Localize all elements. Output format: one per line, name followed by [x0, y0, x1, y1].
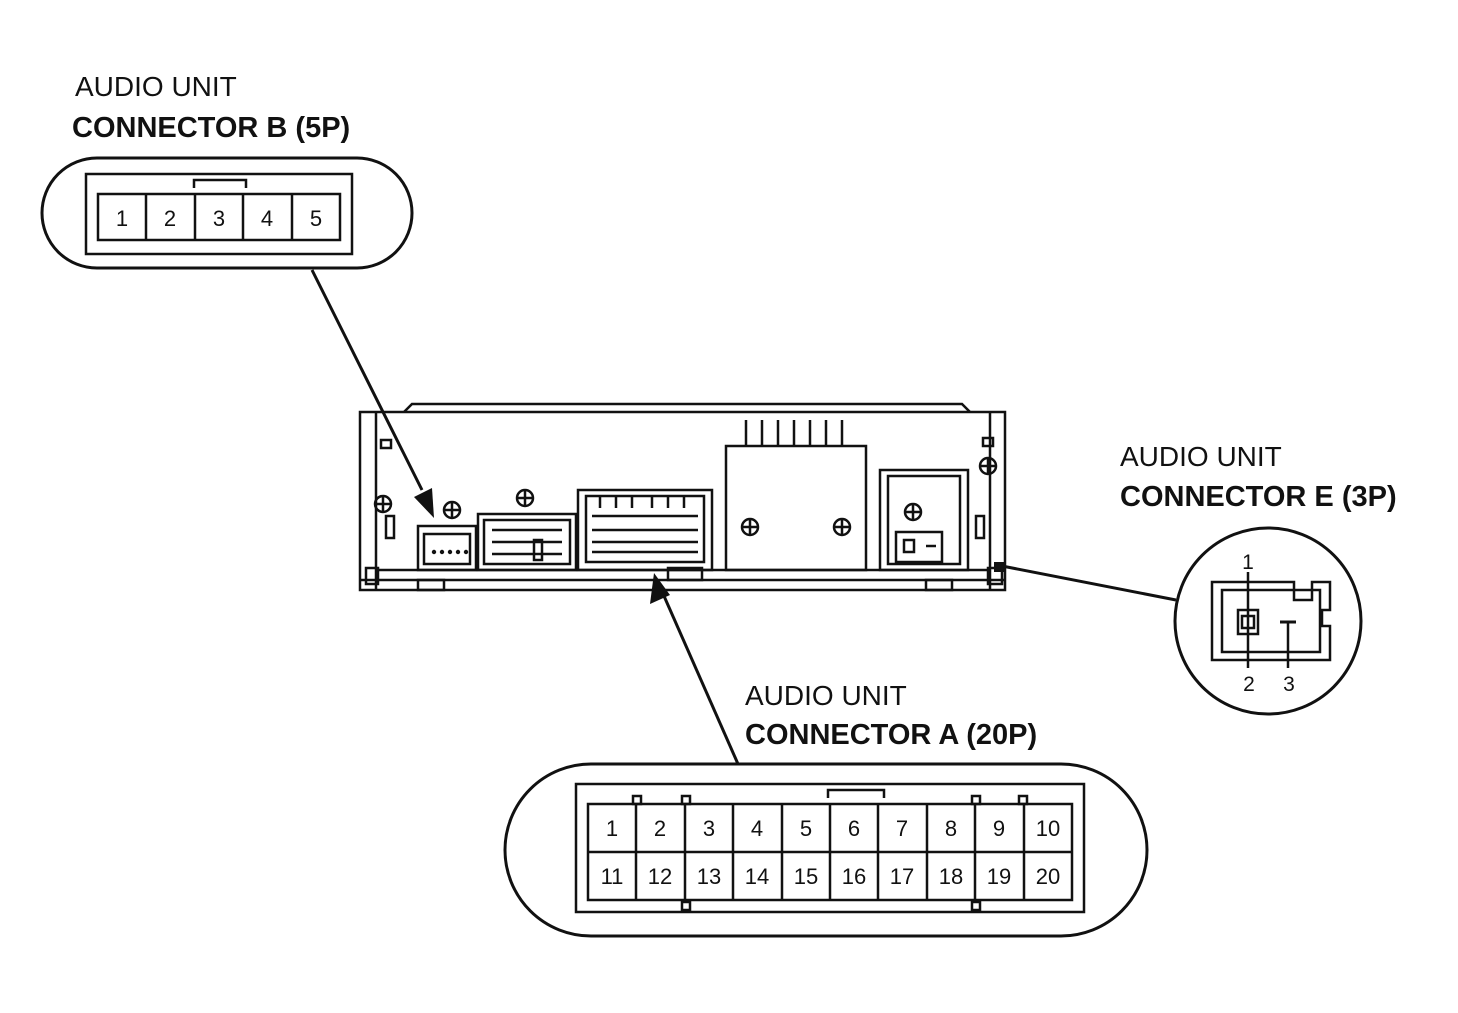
connector-e-housing	[1210, 580, 1332, 662]
connector-a-oval	[503, 762, 1149, 938]
connector-a-title-line1: AUDIO UNIT	[745, 680, 907, 711]
connector-b-arrowhead	[414, 488, 434, 518]
connector-a-pin: 8	[945, 816, 957, 841]
connector-e-pin: 2	[1243, 673, 1255, 696]
connector-a-title-line2: CONNECTOR A (20P)	[745, 719, 1037, 751]
connector-a-pin: 6	[848, 816, 860, 841]
screw-icon	[442, 500, 462, 520]
connector-a-pin: 16	[842, 864, 866, 889]
connector-a-pin: 17	[890, 864, 914, 889]
connector-a-pin: 13	[697, 864, 721, 889]
connector-a-pin: 10	[1036, 816, 1060, 841]
socket-connector-b	[416, 524, 478, 572]
connector-b-latch	[192, 178, 248, 188]
connector-a-pin: 7	[896, 816, 908, 841]
connector-a-pin: 2	[654, 816, 666, 841]
connector-b-pin: 3	[213, 206, 225, 231]
audio-unit-rear-view	[358, 402, 1007, 592]
connector-a-pin: 4	[751, 816, 763, 841]
connector-b-title-line2: CONNECTOR B (5P)	[72, 112, 350, 144]
socket-middle	[476, 512, 578, 572]
screw-icon	[903, 502, 923, 522]
connector-a-pin: 19	[987, 864, 1011, 889]
screw-icon	[373, 494, 393, 514]
connector-b-oval	[40, 156, 414, 270]
screw-icon	[832, 517, 852, 537]
connector-b-title-line1: AUDIO UNIT	[75, 71, 237, 102]
connector-e-pin: 3	[1283, 673, 1295, 696]
connector-b-callout: AUDIO UNIT CONNECTOR B (5P) 1 2 3 4 5	[40, 71, 434, 518]
connector-b-housing	[84, 172, 354, 256]
screw-icon	[978, 456, 998, 476]
connector-a-pin: 12	[648, 864, 672, 889]
connector-a-pin: 1	[606, 816, 618, 841]
screw-icon	[515, 488, 535, 508]
connector-e-leader-line	[1001, 564, 1177, 602]
connector-a-pin: 9	[993, 816, 1005, 841]
connector-a-pin: 5	[800, 816, 812, 841]
socket-connector-e	[878, 468, 970, 572]
connector-e-pin: 1	[1242, 551, 1254, 574]
connector-a-pin: 15	[794, 864, 818, 889]
connector-a-pin: 11	[601, 864, 624, 889]
connector-b-pin: 2	[164, 206, 176, 231]
connector-a-callout: AUDIO UNIT CONNECTOR A (20P) 1 2 3 4 5 6…	[503, 573, 1149, 938]
socket-connector-a	[576, 488, 714, 572]
connector-b-leader-arrow	[310, 269, 424, 491]
connector-a-pin: 18	[939, 864, 963, 889]
connector-e-title-line2: CONNECTOR E (3P)	[1120, 481, 1397, 513]
connector-a-pin: 3	[703, 816, 715, 841]
connector-e-circle	[1173, 526, 1363, 716]
connector-a-pin: 20	[1036, 864, 1060, 889]
connector-b-pin: 4	[261, 206, 273, 231]
connector-a-arrowhead	[650, 573, 670, 604]
connector-a-pin: 14	[745, 864, 769, 889]
connector-e-callout: AUDIO UNIT CONNECTOR E (3P) 1 2 3	[994, 441, 1397, 716]
connector-b-pin: 5	[310, 206, 322, 231]
screw-icon	[740, 517, 760, 537]
center-panel	[724, 420, 868, 572]
connector-a-housing	[574, 782, 1086, 914]
connector-e-title-line1: AUDIO UNIT	[1120, 441, 1282, 472]
connector-b-pin: 1	[116, 206, 128, 231]
connector-a-leader-arrow	[662, 595, 740, 765]
connector-a-latch	[826, 788, 886, 798]
